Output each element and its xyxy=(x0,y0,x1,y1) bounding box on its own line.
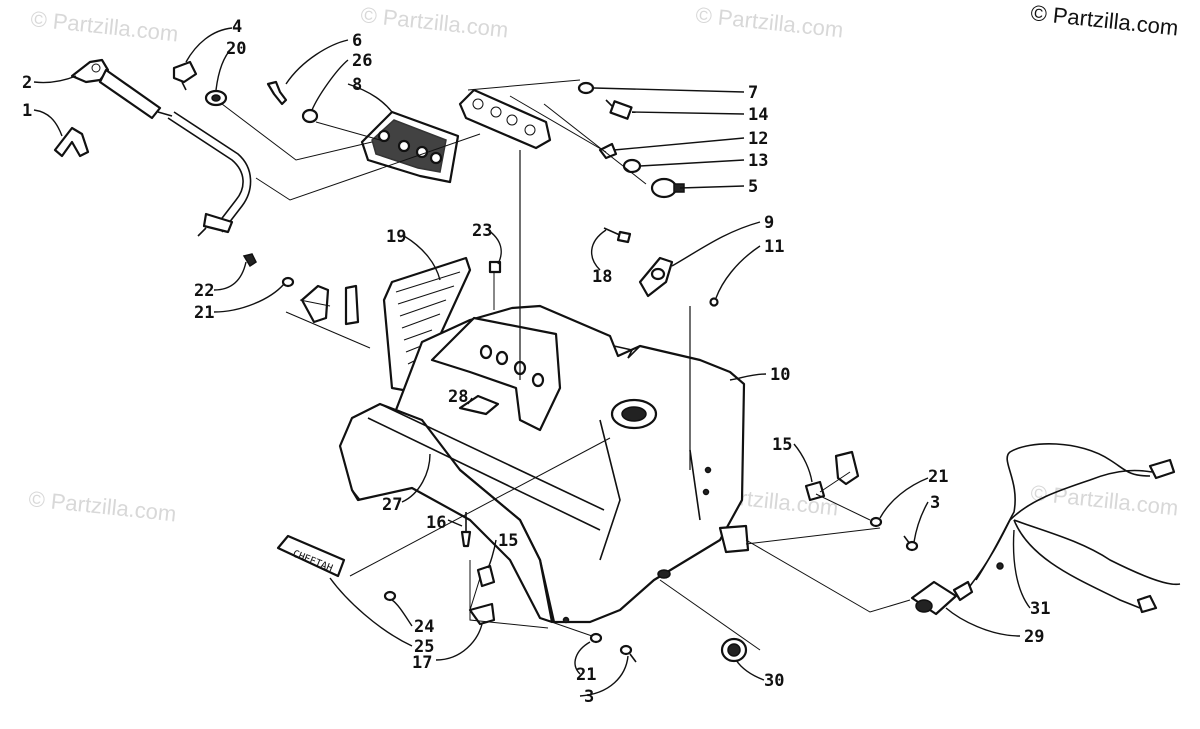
part-17-bracket-icon xyxy=(468,602,496,626)
callout-29: 29 xyxy=(1024,627,1044,647)
part-6-screw-icon xyxy=(266,80,288,106)
callout-3: 3 xyxy=(930,493,940,513)
part-9-gasket-icon xyxy=(638,256,674,298)
part-21-washer-icon xyxy=(869,516,883,528)
callout-31: 31 xyxy=(1030,599,1050,619)
callout-21: 21 xyxy=(928,467,948,487)
callout-15: 15 xyxy=(498,531,518,551)
part-20-nut-icon xyxy=(204,89,228,107)
part-21-washer-icon xyxy=(589,632,603,644)
callout-22: 22 xyxy=(194,281,214,301)
part-14-toggle-switch-icon xyxy=(605,99,633,120)
part-19-grille-icon xyxy=(382,256,472,394)
part-23-clip-icon xyxy=(488,260,502,274)
callout-10: 10 xyxy=(770,365,790,385)
callouts: 1 2 3 3 4 5 6 7 8 9 10 11 12 13 14 15 15… xyxy=(22,17,1050,707)
part-3-screw-icon xyxy=(903,535,919,552)
callout-15: 15 xyxy=(772,435,792,455)
part-25-washer-icon xyxy=(383,590,397,602)
callout-21: 21 xyxy=(576,665,596,685)
callout-23: 23 xyxy=(472,221,492,241)
part-2-throttle-lever-icon xyxy=(70,58,173,120)
callout-21: 21 xyxy=(194,303,214,323)
watermark: © Partzilla.com xyxy=(29,6,179,46)
callout-28: 28 xyxy=(448,387,468,407)
watermark: © Partzilla.com xyxy=(1029,480,1179,520)
watermark: © Partzilla.com xyxy=(359,2,509,42)
callout-19: 19 xyxy=(386,227,406,247)
part-12-washer-icon xyxy=(598,142,618,160)
part-24-nameplate-icon: CHEETAH xyxy=(276,534,346,578)
part-18-screw-icon xyxy=(603,227,632,244)
part-15-clip-icon xyxy=(804,450,860,502)
side-bracket-icon xyxy=(300,284,360,326)
part-28-decal-icon xyxy=(458,394,500,416)
callout-5: 5 xyxy=(748,177,758,197)
part-4-knob-icon xyxy=(172,60,198,91)
callout-4: 4 xyxy=(232,17,242,37)
part-21-washer-icon xyxy=(281,276,295,288)
part-8-switch-panel-icon xyxy=(360,110,460,184)
callout-24: 24 xyxy=(414,617,434,637)
callout-9: 9 xyxy=(764,213,774,233)
callout-6: 6 xyxy=(352,31,362,51)
callout-1: 1 xyxy=(22,101,32,121)
callout-17: 17 xyxy=(412,653,432,673)
callout-18: 18 xyxy=(592,267,612,287)
part-11-nut-icon xyxy=(709,297,719,307)
callout-27: 27 xyxy=(382,495,402,515)
callout-25: 25 xyxy=(414,637,434,657)
part-16-rivet-icon xyxy=(460,512,472,548)
callout-14: 14 xyxy=(748,105,768,125)
callout-26: 26 xyxy=(352,51,372,71)
part-5-key-switch-icon xyxy=(650,177,685,199)
callout-12: 12 xyxy=(748,129,768,149)
callout-30: 30 xyxy=(764,671,784,691)
assembly-lines xyxy=(221,79,911,651)
watermark: © Partzilla.com xyxy=(694,2,844,42)
callout-7: 7 xyxy=(748,83,758,103)
part-13-nut-icon xyxy=(622,158,642,174)
callout-16: 16 xyxy=(426,513,446,533)
callout-8: 8 xyxy=(352,75,362,95)
part-30-grommet-icon xyxy=(720,637,748,663)
callout-11: 11 xyxy=(764,237,784,257)
copyright-notice: © Partzilla.com xyxy=(1029,0,1179,40)
callout-3: 3 xyxy=(584,687,594,707)
part-26-washer-icon xyxy=(301,108,319,124)
callout-2: 2 xyxy=(22,73,32,93)
callout-20: 20 xyxy=(226,39,246,59)
part-10-console-housing-icon xyxy=(338,304,750,624)
dash-bracket-icon xyxy=(458,88,552,150)
watermark: © Partzilla.com xyxy=(27,486,177,526)
part-7-nut-icon xyxy=(577,81,595,95)
part-1-bracket-icon xyxy=(53,126,90,158)
part-31-wiring-harness-icon xyxy=(969,443,1181,614)
part-3-screw-icon xyxy=(619,644,637,663)
part-22-screw-icon xyxy=(242,253,257,268)
part-15-clip-icon xyxy=(476,564,496,588)
callout-13: 13 xyxy=(748,151,768,171)
cable-tube-icon xyxy=(167,111,252,237)
part-29-socket-icon xyxy=(910,580,974,616)
